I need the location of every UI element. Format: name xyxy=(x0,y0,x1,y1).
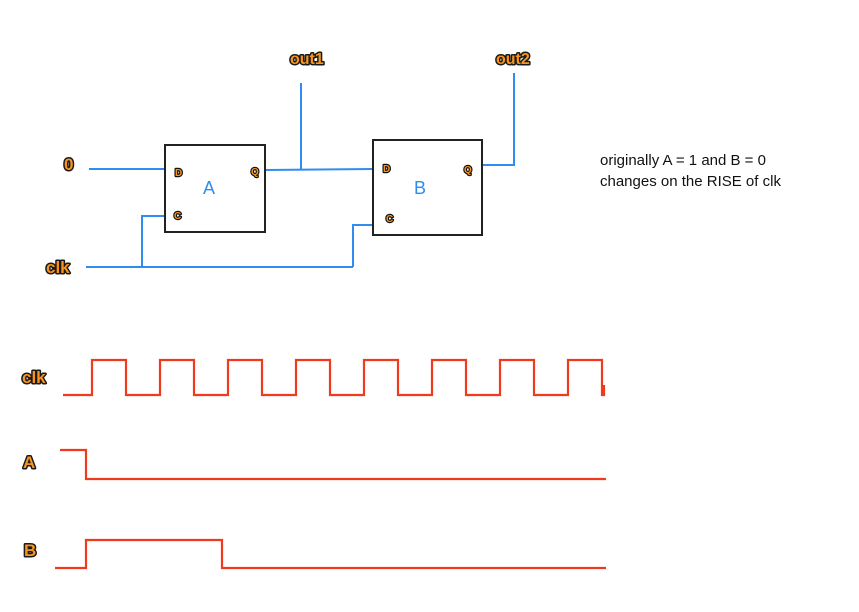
flipflop-a-pin-q: Q xyxy=(251,167,259,178)
flipflop-a: D C Q A xyxy=(164,144,266,233)
flipflop-b-name: B xyxy=(414,178,426,198)
timing-label-b: B xyxy=(24,541,36,560)
label-clk-input: clk xyxy=(46,258,70,277)
flipflop-b-pin-c: C xyxy=(386,214,393,225)
wire-out2 xyxy=(482,73,515,166)
flipflop-b: D C Q B xyxy=(372,139,483,236)
timing-label-clk: clk xyxy=(22,368,46,387)
timing-diagram: clk A B xyxy=(21,358,606,570)
wire-clk-to-a xyxy=(141,215,166,267)
label-out2: out2 xyxy=(496,51,530,68)
flipflop-a-pin-c: C xyxy=(174,211,181,222)
label-data-in: 0 xyxy=(64,155,73,174)
note-line-1: originally A = 1 and B = 0 xyxy=(600,152,766,169)
note-line-2: changes on the RISE of clk xyxy=(600,173,781,190)
wire-a-q-to-b-d xyxy=(264,168,374,171)
label-out1: out1 xyxy=(290,51,324,68)
waveform-clk xyxy=(63,358,606,397)
flipflop-a-box xyxy=(164,144,266,233)
waveform-b xyxy=(55,538,606,570)
flipflop-b-pin-q: Q xyxy=(464,165,472,176)
waveform-a xyxy=(60,448,606,481)
circuit-wires xyxy=(86,73,515,268)
flipflop-b-pin-d: D xyxy=(383,164,390,175)
wire-clk-to-b xyxy=(352,224,373,267)
flipflop-a-name: A xyxy=(203,178,215,198)
flipflop-a-pin-d: D xyxy=(175,168,182,179)
flipflop-b-box xyxy=(372,139,483,236)
timing-label-a: A xyxy=(23,453,35,472)
